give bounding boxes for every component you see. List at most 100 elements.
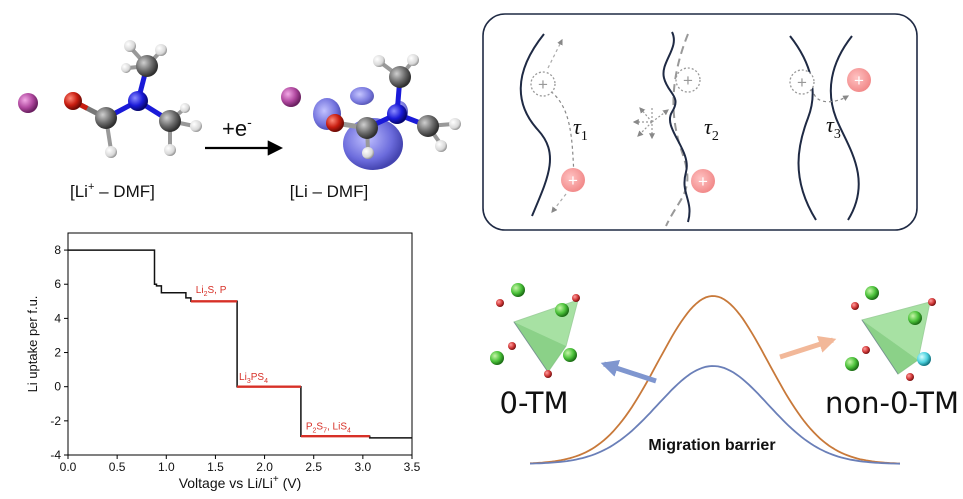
hop-path xyxy=(547,38,563,69)
red-atom xyxy=(508,342,516,350)
phase-annotation: Li3PS4 xyxy=(239,372,268,385)
carbon-atom xyxy=(159,110,181,132)
phase-annotation: P2S7, LiS4 xyxy=(306,421,351,434)
x-axis-label: Voltage vs Li/Li+ (V) xyxy=(179,474,302,491)
channel-wall xyxy=(829,35,860,221)
x-tick-label: 0.5 xyxy=(109,460,126,474)
y-tick-label: 0 xyxy=(54,380,61,394)
carbon-atom xyxy=(389,66,411,88)
channel-wall xyxy=(789,35,817,221)
li-plus-dmf-label: [Li+ – DMF] xyxy=(70,181,155,201)
red-atom xyxy=(572,294,580,302)
channel-wall xyxy=(662,31,691,223)
hydrogen-atom xyxy=(105,146,117,158)
hydrogen-atom xyxy=(362,147,374,159)
polyhedron-0tm xyxy=(490,283,580,378)
tau2-label: τ2 xyxy=(704,114,719,144)
electron-label: +e- xyxy=(222,114,252,141)
li-dmf-reduced-molecule xyxy=(281,54,461,170)
arrow-to-non0tm xyxy=(779,335,837,360)
green-atom xyxy=(845,357,859,371)
vacancy-site xyxy=(675,67,701,93)
oxygen-atom xyxy=(326,114,344,132)
hydrogen-atom xyxy=(155,44,167,56)
hydrogen-atom xyxy=(121,63,131,73)
x-tick-label: 2.0 xyxy=(256,460,273,474)
label-non0tm: non-0-TM xyxy=(825,386,959,420)
channel-wall-dashed xyxy=(665,33,689,227)
y-tick-label: 4 xyxy=(54,311,61,325)
y-axis-label: Li uptake per f.u. xyxy=(25,296,40,393)
hydrogen-atom xyxy=(435,140,447,152)
plus-glyph: + xyxy=(698,172,708,191)
li-ion xyxy=(691,169,715,193)
barrier-curve-orange xyxy=(529,295,901,465)
plus-glyph: + xyxy=(854,71,864,90)
series-group xyxy=(68,249,412,439)
hop-path xyxy=(551,193,567,213)
barrier-curve-blue xyxy=(529,365,901,465)
tau2-scenario: + + τ2 xyxy=(632,31,719,227)
plus-glyph: + xyxy=(538,75,548,94)
molecule-panel: +e- xyxy=(18,40,461,201)
x-tick-label: 3.5 xyxy=(404,460,421,474)
li-dmf-molecule xyxy=(18,40,202,158)
hydrogen-atom xyxy=(124,40,136,52)
label-0tm: 0-TM xyxy=(500,386,569,420)
red-atom xyxy=(928,298,936,306)
hydrogen-atom xyxy=(373,55,385,67)
hydrogen-atom xyxy=(407,54,419,66)
plot-area-frame xyxy=(67,232,413,456)
red-atom xyxy=(851,302,859,310)
vacancy-site xyxy=(789,69,815,95)
x-tick-label: 1.0 xyxy=(158,460,175,474)
carbon-atom xyxy=(417,115,439,137)
carbon-atom xyxy=(95,107,117,129)
y-tick-label: 2 xyxy=(54,346,61,360)
nitrogen-atom xyxy=(387,104,407,124)
channel-wall xyxy=(519,33,551,217)
migration-barrier-panel: 0-TM non-0-TM Migration barrier xyxy=(490,283,959,465)
arrow-to-0tm xyxy=(600,360,657,384)
nitrogen-atom xyxy=(128,91,148,111)
y-tick-label: 6 xyxy=(54,277,61,291)
plus-glyph: + xyxy=(683,71,693,90)
red-atom xyxy=(862,346,870,354)
green-atom xyxy=(865,286,879,300)
hydrogen-atom xyxy=(180,103,190,113)
plus-glyph: + xyxy=(568,171,578,190)
hydrogen-atom xyxy=(164,144,176,156)
li-uptake-chart: 0.0 0.5 1.0 1.5 2.0 2.5 3.0 3.5 -4 -2 0 2 4 6 8 Li2S, … xyxy=(25,232,421,491)
tau1-label: τ1 xyxy=(573,114,588,144)
orbital-lobe xyxy=(350,87,374,105)
polyhedron-non0tm xyxy=(845,286,936,381)
x-tick-label: 0.0 xyxy=(60,460,77,474)
tau3-label: τ3 xyxy=(826,112,841,142)
hop-path xyxy=(813,93,850,103)
green-atom xyxy=(511,283,525,297)
tau-panel: + + τ1 + + τ2 xyxy=(482,13,918,231)
y-tick-label: -4 xyxy=(50,448,61,462)
li-atom xyxy=(18,93,38,113)
tau1-scenario: + + τ1 xyxy=(519,33,588,217)
hydrogen-atom xyxy=(190,120,202,132)
tau-panel-frame xyxy=(482,13,918,231)
li-ion xyxy=(561,168,585,192)
cyan-atom xyxy=(917,352,931,366)
x-tick-label: 2.5 xyxy=(305,460,322,474)
x-tick-label: 1.5 xyxy=(207,460,224,474)
red-atom xyxy=(544,370,552,378)
y-tick-label: 8 xyxy=(54,243,61,257)
oxygen-atom xyxy=(64,92,82,110)
green-atom xyxy=(555,303,569,317)
li-ion xyxy=(847,68,871,92)
phase-annotation: Li2S, P xyxy=(196,285,227,298)
green-atom xyxy=(908,311,922,325)
hydrogen-atom xyxy=(449,118,461,130)
migration-barrier-caption: Migration barrier xyxy=(648,437,775,454)
x-tick-label: 3.0 xyxy=(355,460,372,474)
y-tick-label: -2 xyxy=(50,414,61,428)
carbon-atom xyxy=(356,117,378,139)
